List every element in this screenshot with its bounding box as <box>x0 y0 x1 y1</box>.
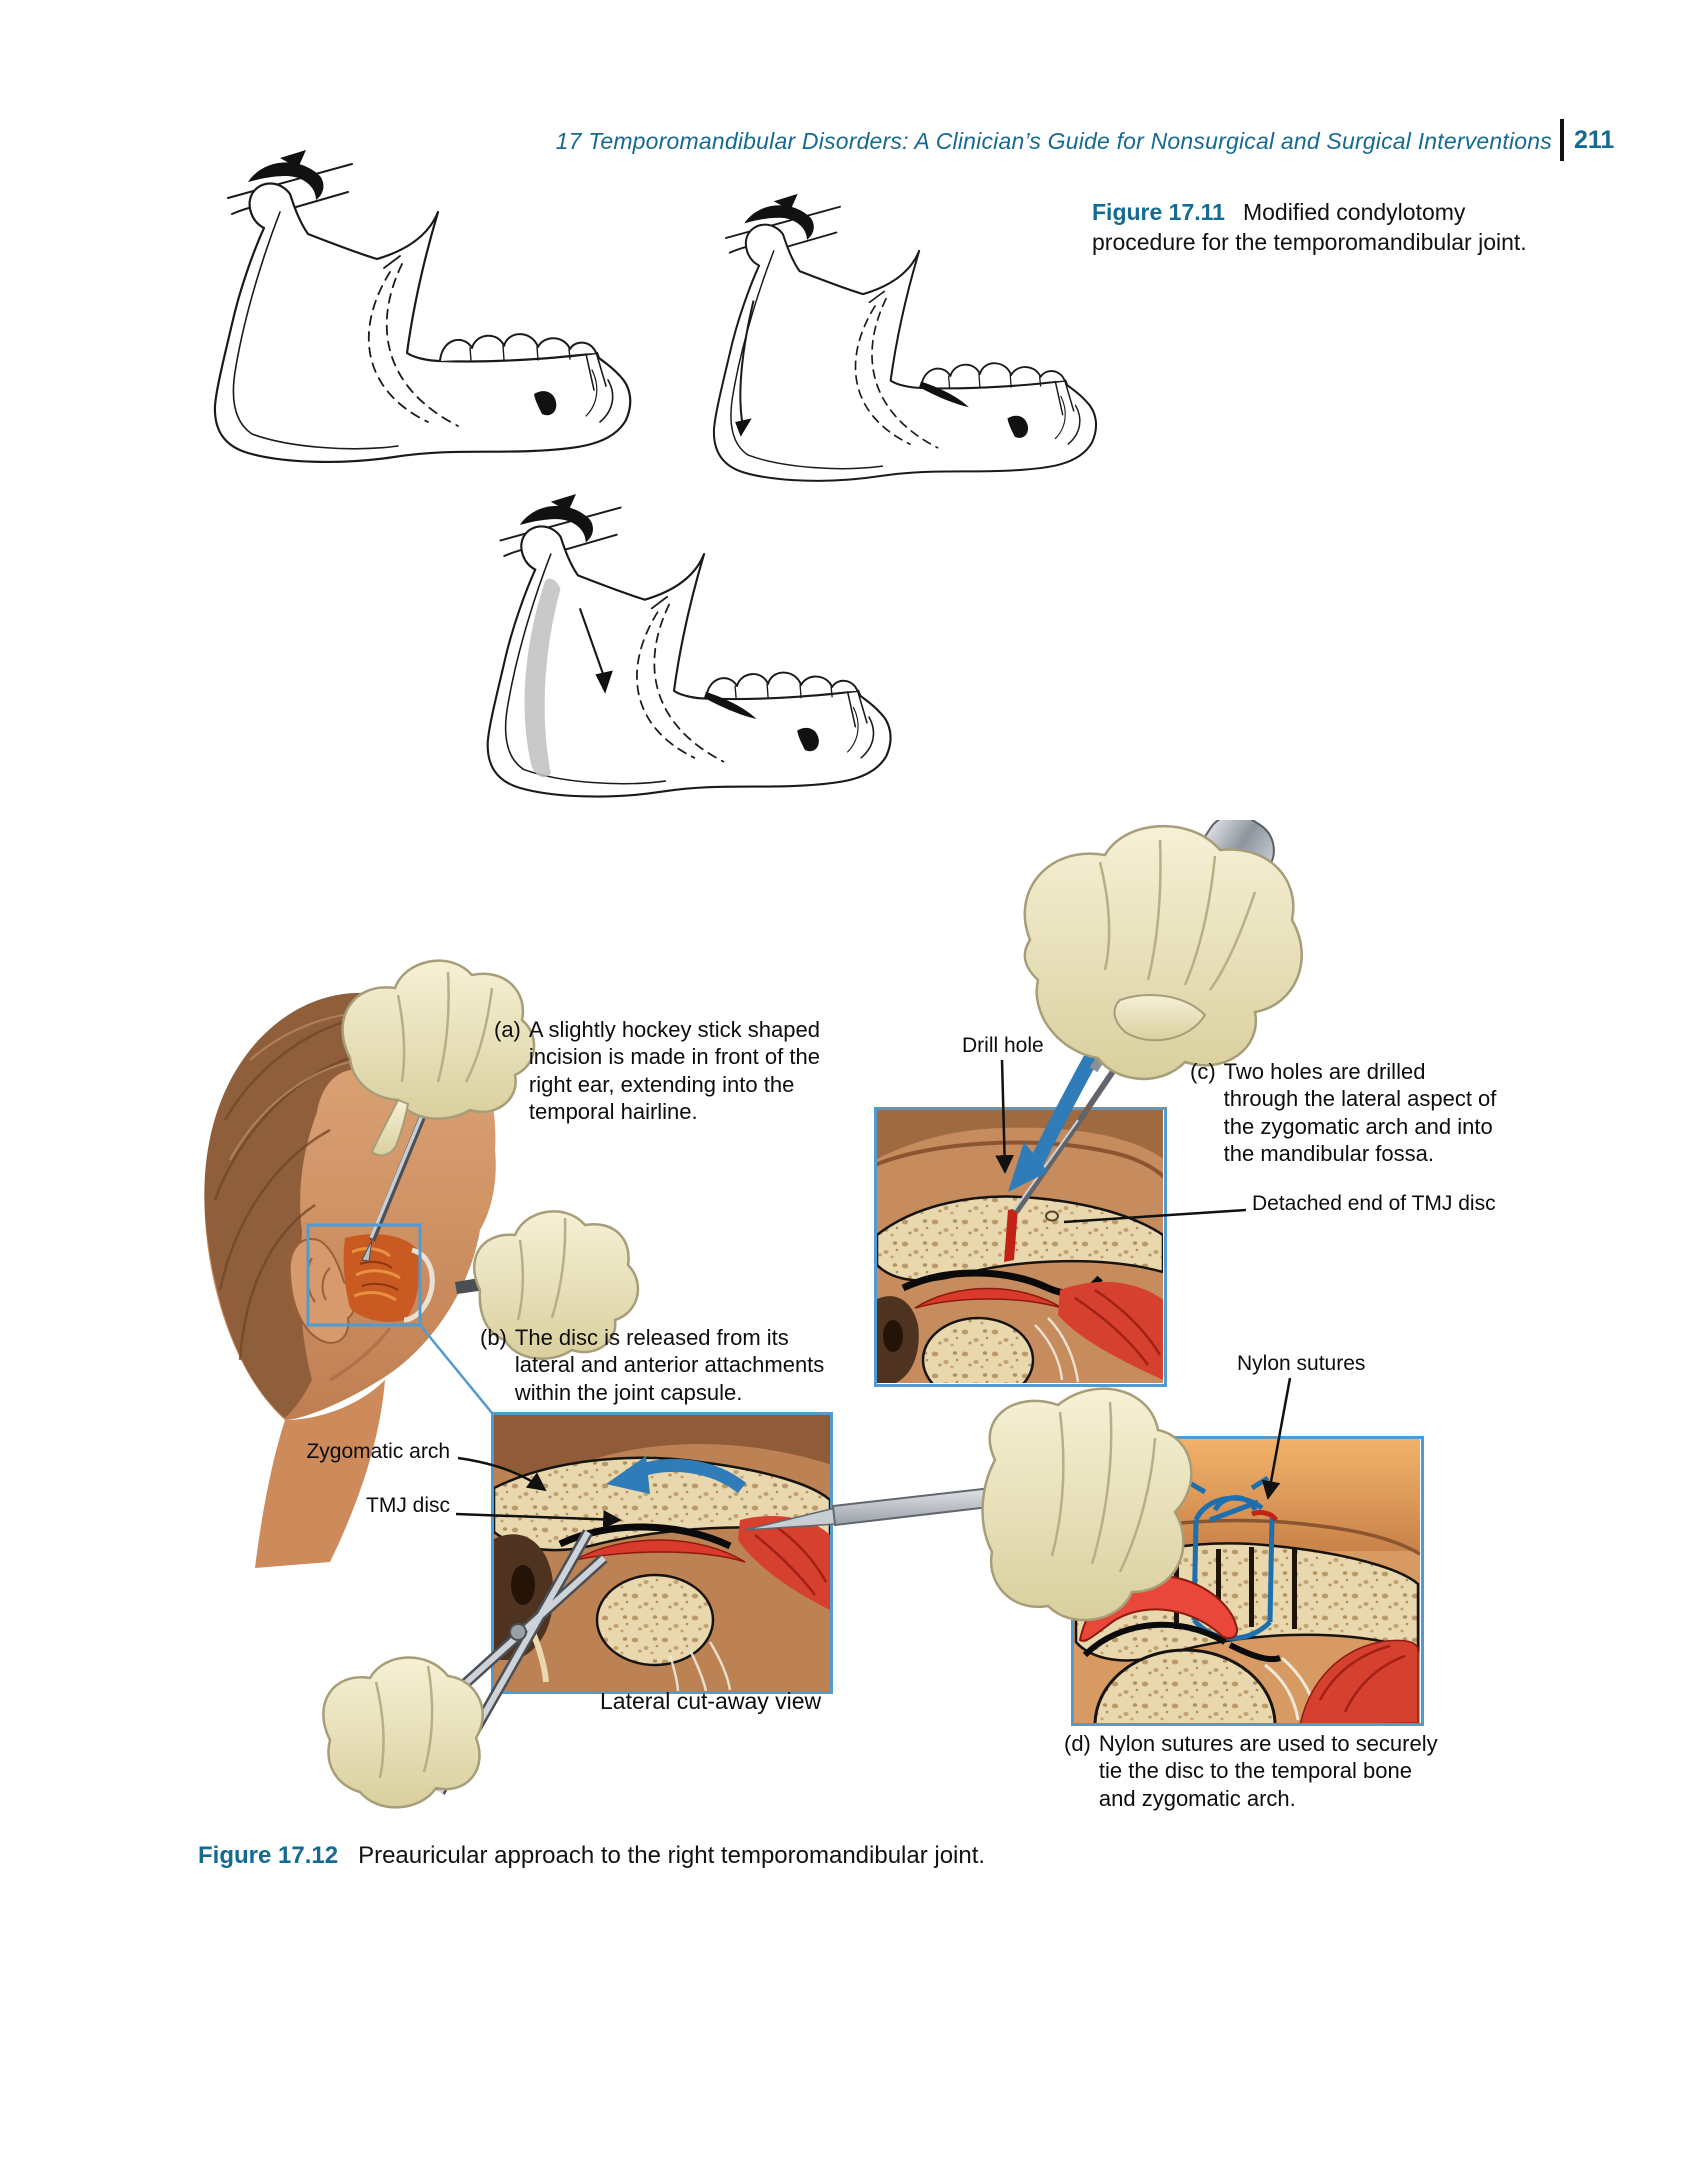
gloved-hand-elevator <box>981 1387 1193 1622</box>
panel-d-note: (d) Nylon sutures are used to securely t… <box>1064 1730 1514 1812</box>
tmj-disc-label: TMJ disc <box>366 1494 450 1517</box>
panel-d-text: Nylon sutures are used to securely tie t… <box>1098 1731 1438 1811</box>
zygomatic-arch-label: Zygomatic arch <box>306 1440 450 1463</box>
preauricular-approach-illustration <box>204 820 1424 1809</box>
segment-motion-arrow <box>578 608 605 675</box>
condylotomy-diagram <box>213 148 1098 798</box>
panel-b-text: The disc is released from its lateral an… <box>514 1325 825 1405</box>
retractor-gauze <box>403 1247 435 1323</box>
figure-17-12-label: Figure 17.12 <box>198 1842 339 1869</box>
nylon-sutures-label: Nylon sutures <box>1237 1352 1366 1375</box>
panel-b-border <box>491 1412 833 1694</box>
gloved-hand-scissors <box>322 1656 484 1809</box>
page-number-divider <box>1560 119 1564 161</box>
panel-a-note: (a) A slightly hockey stick shaped incis… <box>494 1016 924 1125</box>
hair <box>204 992 463 1418</box>
panel-b-illustration <box>494 1415 830 1691</box>
osteotomy-cut-strip <box>524 578 561 778</box>
panel-d-letter: (d) <box>1064 1731 1091 1756</box>
figure-17-11-label: Figure 17.11 <box>1092 199 1225 225</box>
panel-c-text: Two holes are drilled through the latera… <box>1223 1059 1497 1166</box>
lateral-cutaway-label: Lateral cut-away view <box>600 1688 822 1714</box>
panel-a-letter: (a) <box>494 1017 521 1042</box>
segment-motion-arrowhead <box>595 670 613 694</box>
drill-hole-label: Drill hole <box>962 1034 1044 1057</box>
gloved-hand-upper <box>341 959 536 1157</box>
panel-c-illustration <box>877 1110 1163 1383</box>
callout-line <box>419 1324 493 1414</box>
running-head-title: 17 Temporomandibular Disorders: A Clinic… <box>555 128 1552 154</box>
disc-release-arrow <box>606 1456 747 1494</box>
disc-shadow-mark <box>704 691 757 719</box>
panel-b-letter: (b) <box>480 1325 507 1350</box>
detached-disc-leader <box>1063 1208 1247 1224</box>
mandible-drawing-1 <box>213 148 632 464</box>
panel-a-text: A slightly hockey stick shaped incision … <box>528 1017 820 1124</box>
mandible-drawing-2 <box>712 192 1098 482</box>
incision-site <box>343 1234 420 1322</box>
gloved-hand-drill <box>1023 824 1303 1081</box>
mandible-drawing-3 <box>486 492 892 798</box>
disc-shadow-mark <box>919 381 969 408</box>
page-number: 211 <box>1574 126 1615 154</box>
panel-c-letter: (c) <box>1190 1059 1216 1084</box>
gloved-hand-lower <box>455 1210 640 1360</box>
detached-disc-label: Detached end of TMJ disc <box>1252 1192 1496 1215</box>
panel-c-note: (c) Two holes are drilled through the la… <box>1190 1058 1630 1167</box>
figure-17-11-caption-text: Modified condylotomy procedure for the t… <box>1092 199 1527 255</box>
panel-b-note: (b) The disc is released from its latera… <box>480 1324 930 1406</box>
annotation-lines <box>455 1059 1292 1529</box>
drill-hole-leader <box>995 1059 1014 1174</box>
nylon-sutures-leader <box>1261 1377 1292 1500</box>
figure-17-12-caption: Figure 17.12 Preauricular approach to the… <box>198 1842 1298 1870</box>
tmj-disc-leader <box>455 1510 622 1529</box>
zygomatic-arch-leader <box>457 1456 547 1492</box>
callout-rect <box>306 1223 422 1327</box>
panel-a-illustration <box>204 959 640 1568</box>
panel-c-border <box>874 1107 1167 1387</box>
osteotomy-direction-arrow <box>739 300 755 425</box>
osteotomy-direction-arrowhead <box>735 418 752 437</box>
figure-17-12-caption-text: Preauricular approach to the right tempo… <box>358 1842 986 1869</box>
